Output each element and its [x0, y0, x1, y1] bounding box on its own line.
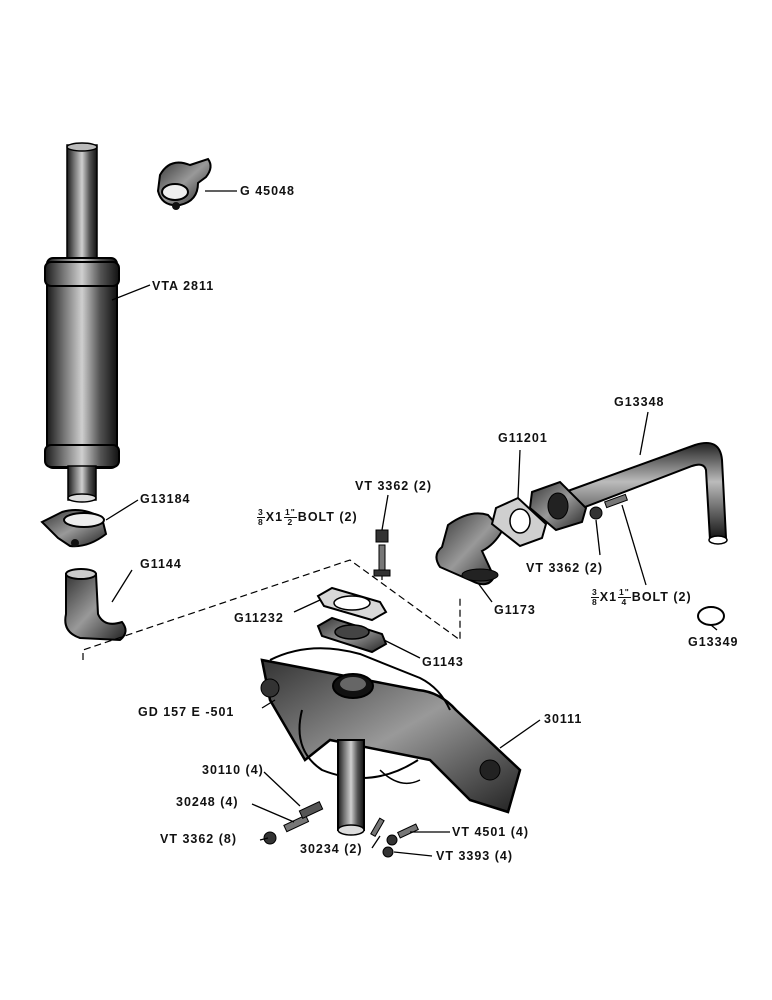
label-vt4501: VT 4501 (4)	[452, 825, 530, 839]
label-g1143: G1143	[422, 655, 464, 669]
label-g11232: G11232	[234, 611, 284, 625]
label-g13349: G13349	[688, 635, 739, 649]
elbow-g1173	[435, 512, 504, 586]
bolt-vt3362-right	[589, 493, 629, 520]
manifold-30111	[260, 647, 522, 836]
label-g1173: G1173	[494, 603, 536, 617]
bolt-right-tail: BOLT (2)	[631, 590, 692, 605]
bolt-left-x: X1	[265, 510, 284, 525]
clamp-g13184	[40, 509, 108, 548]
muffler	[44, 142, 120, 503]
bolt-right-x: X1	[599, 590, 618, 605]
assembly-lines	[82, 559, 461, 660]
bolt-vt3362-top	[373, 529, 391, 577]
frac-left-b: 1"2	[284, 507, 297, 527]
label-vt3362-8: VT 3362 (8)	[160, 832, 238, 846]
label-vt3362-top: VT 3362 (2)	[355, 479, 433, 493]
pipe-g13348	[528, 441, 728, 545]
label-30234: 30234 (2)	[300, 842, 363, 856]
leader-lines	[105, 190, 718, 857]
bolt-left-tail: BOLT (2)	[297, 510, 358, 525]
label-g1144: G1144	[140, 557, 182, 571]
elbow-g1144	[64, 568, 127, 642]
label-g11201: G11201	[498, 431, 548, 445]
label-30248: 30248 (4)	[176, 795, 239, 809]
studs-lower	[263, 801, 419, 858]
label-30110: 30110 (4)	[202, 763, 264, 777]
label-g13348: G13348	[614, 395, 665, 409]
label-vta2811: VTA 2811	[152, 279, 215, 293]
clamp-g45048	[156, 157, 212, 210]
frac-right-b: 1"4	[618, 587, 631, 607]
label-vt3362-right: VT 3362 (2)	[526, 561, 604, 575]
ring-g13349	[697, 606, 725, 626]
label-gd157e501: GD 157 E -501	[138, 705, 235, 719]
label-30111: 30111	[544, 712, 583, 726]
flange-g1143	[316, 616, 388, 654]
gasket-g11201	[490, 496, 548, 548]
label-g13184: G13184	[140, 492, 191, 506]
label-g45048: G 45048	[240, 184, 295, 198]
label-vt3393: VT 3393 (4)	[436, 849, 514, 863]
gasket-g11232	[316, 586, 388, 622]
